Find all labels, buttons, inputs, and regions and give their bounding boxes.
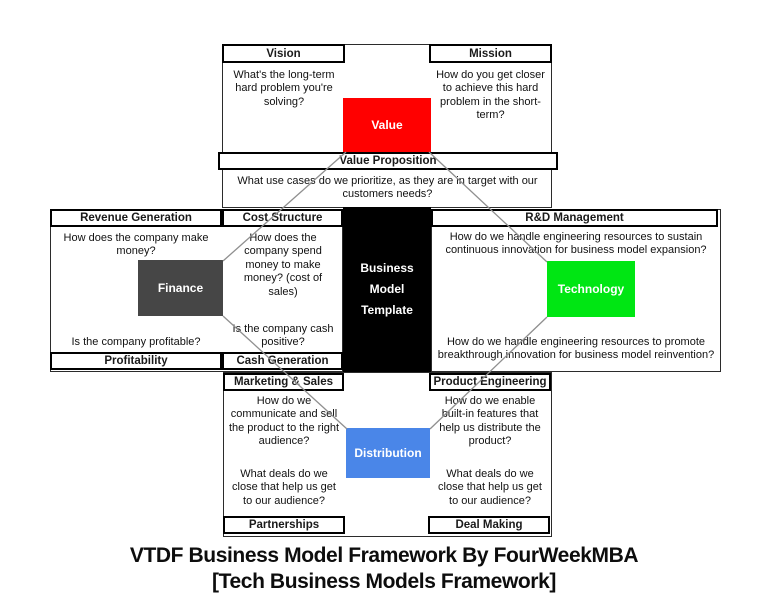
- deal-making-label: Deal Making: [455, 519, 523, 531]
- cost-structure-label: Cost Structure: [242, 212, 323, 224]
- mission-header: Mission: [429, 44, 552, 63]
- finance-box: Finance: [138, 260, 223, 316]
- partnerships-header: Partnerships: [223, 516, 345, 534]
- cost-structure-question: How does the company spend money to make…: [243, 232, 323, 298]
- marketing-sales-question: How do we communicate and sell the produ…: [228, 395, 340, 448]
- vision-header: Vision: [222, 44, 345, 63]
- distribution-box: Distribution: [346, 428, 430, 478]
- value-box-label: Value: [371, 118, 403, 132]
- business-model-template-label: Business Model Template: [360, 261, 414, 317]
- business-model-template-box: Business Model Template: [343, 207, 431, 372]
- technology-box-label: Technology: [557, 282, 625, 296]
- deal-making-header: Deal Making: [428, 516, 550, 534]
- cash-generation-header: Cash Generation: [222, 352, 343, 370]
- marketing-sales-label: Marketing & Sales: [233, 376, 334, 388]
- mission-header-label: Mission: [469, 47, 512, 60]
- value-proposition-label: Value Proposition: [339, 155, 437, 167]
- rd-management-header: R&D Management: [431, 209, 718, 227]
- technology-box: Technology: [547, 261, 635, 317]
- value-proposition-bar: Value Proposition: [218, 152, 558, 170]
- cash-generation-label: Cash Generation: [236, 355, 329, 367]
- product-engineering-label: Product Engineering: [433, 376, 547, 388]
- distribution-box-label: Distribution: [354, 446, 422, 460]
- product-engineering-question: How do we enable built-in features that …: [439, 395, 541, 448]
- finance-box-label: Finance: [157, 281, 204, 295]
- mission-question: How do you get closer to achieve this ha…: [436, 69, 545, 122]
- revenue-generation-header: Revenue Generation: [50, 209, 222, 227]
- profitability-header: Profitability: [50, 352, 222, 370]
- product-engineering-bottom-question: What deals do we close that help us get …: [438, 468, 542, 507]
- diagram-title-line1: VTDF Business Model Framework By FourWee…: [129, 544, 639, 567]
- profitability-question: Is the company profitable?: [71, 336, 201, 348]
- value-box: Value: [343, 98, 431, 152]
- cost-structure-header: Cost Structure: [222, 209, 343, 227]
- rd-management-label: R&D Management: [525, 212, 624, 224]
- rd-top-question: How do we handle engineering resources t…: [445, 231, 707, 257]
- profitability-label: Profitability: [104, 355, 168, 367]
- diagram-title-line2: [Tech Business Models Framework]: [212, 570, 556, 593]
- partnerships-label: Partnerships: [248, 519, 320, 531]
- value-proposition-question: What use cases do we prioritize, as they…: [237, 175, 538, 201]
- cash-positive-question: Is the company cash positive?: [232, 323, 334, 349]
- marketing-sales-header: Marketing & Sales: [223, 373, 344, 391]
- product-engineering-header: Product Engineering: [429, 373, 551, 391]
- revenue-generation-question: How does the company make money?: [63, 232, 209, 258]
- vision-question: What's the long-term hard problem you're…: [233, 69, 335, 108]
- vision-header-label: Vision: [266, 47, 301, 60]
- rd-bottom-question: How do we handle engineering resources t…: [437, 336, 715, 362]
- revenue-generation-label: Revenue Generation: [80, 212, 192, 224]
- marketing-sales-bottom-question: What deals do we close that help us get …: [232, 468, 336, 507]
